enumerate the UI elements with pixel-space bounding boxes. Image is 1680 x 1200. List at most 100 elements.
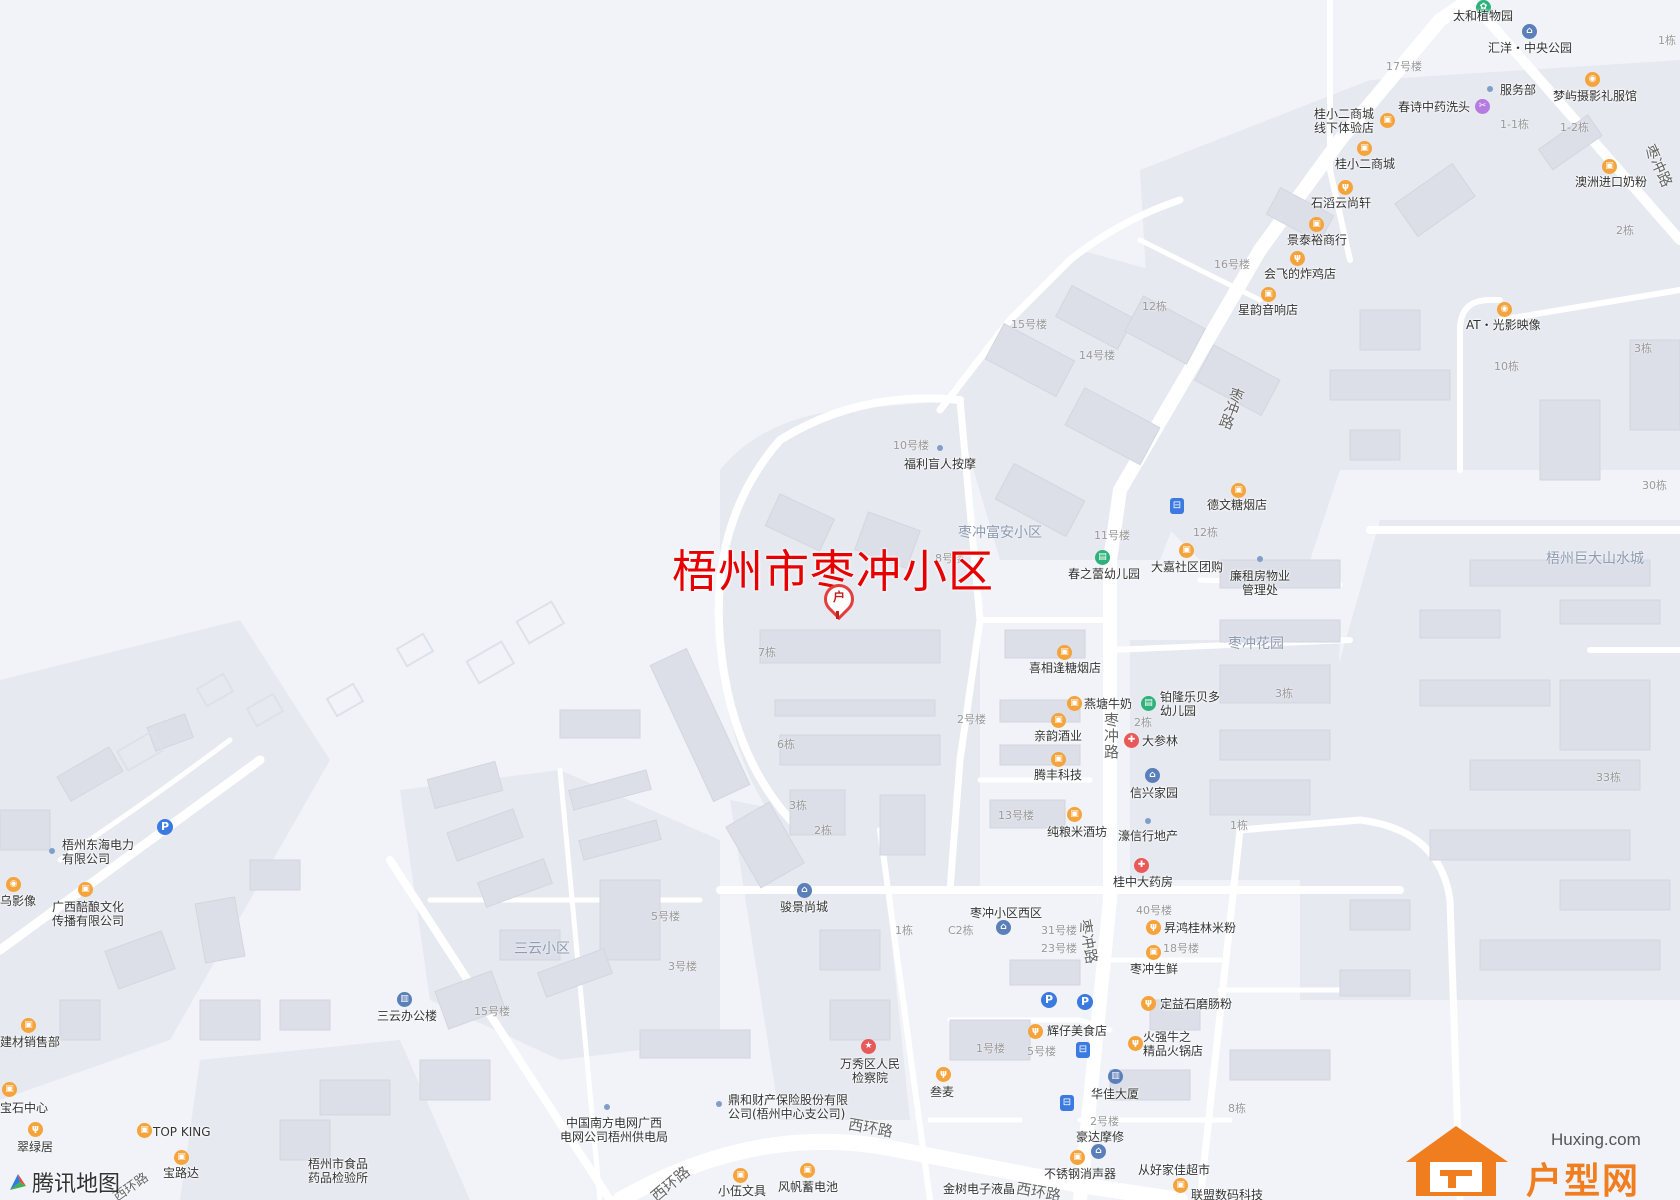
poi-label[interactable]: 汇洋・中央公园 bbox=[1488, 41, 1573, 55]
poi-label[interactable]: 春诗中药洗头 bbox=[1398, 100, 1471, 114]
parking-icon[interactable]: P bbox=[1077, 994, 1093, 1010]
shopping-icon[interactable]: ▣ bbox=[1602, 159, 1617, 174]
poi-label[interactable]: 中国南方电网广西 电网公司梧州供电局 bbox=[560, 1116, 669, 1144]
poi-label[interactable]: 濠信行地产 bbox=[1118, 829, 1179, 843]
shopping-icon[interactable]: ▣ bbox=[2, 1082, 17, 1097]
shopping-icon[interactable]: ▣ bbox=[1357, 141, 1372, 156]
poi-label[interactable]: 建材销售部 bbox=[0, 1035, 61, 1049]
poi-label[interactable]: 宝石中心 bbox=[0, 1101, 49, 1115]
poi-label[interactable]: 德文糖烟店 bbox=[1207, 498, 1268, 512]
shopping-icon[interactable]: ▣ bbox=[1231, 483, 1246, 498]
poi-label[interactable]: 星韵音响店 bbox=[1238, 303, 1299, 317]
shopping-icon[interactable]: ▣ bbox=[1173, 1178, 1188, 1193]
bus-stop-icon[interactable]: ⊟ bbox=[1060, 1095, 1074, 1111]
poi-label[interactable]: 联盟数码科技 bbox=[1191, 1188, 1264, 1200]
food-icon[interactable]: ψ bbox=[1146, 920, 1161, 935]
bus-stop-icon[interactable]: ⊟ bbox=[1170, 498, 1184, 514]
shopping-icon[interactable]: ▣ bbox=[1067, 696, 1082, 711]
poi-label[interactable]: 翠绿居 bbox=[17, 1140, 54, 1154]
location-dot-icon[interactable] bbox=[604, 1104, 610, 1110]
location-dot-icon[interactable] bbox=[49, 848, 55, 854]
food-icon[interactable]: ψ bbox=[1028, 1024, 1043, 1039]
shopping-icon[interactable]: ▣ bbox=[1146, 945, 1161, 960]
poi-label[interactable]: 澳洲进口奶粉 bbox=[1575, 175, 1648, 189]
photo-icon[interactable]: ◉ bbox=[6, 877, 21, 892]
parking-icon[interactable]: P bbox=[157, 819, 173, 835]
poi-label[interactable]: 从好家佳超市 bbox=[1138, 1163, 1211, 1177]
residence-icon[interactable]: ⌂ bbox=[1091, 1144, 1106, 1159]
poi-label[interactable]: 喜相逢糖烟店 bbox=[1029, 661, 1102, 675]
office-icon[interactable]: ▥ bbox=[1108, 1069, 1123, 1084]
shopping-icon[interactable]: ▣ bbox=[1051, 713, 1066, 728]
poi-label[interactable]: 万秀区人民 检察院 bbox=[840, 1057, 901, 1085]
poi-label[interactable]: 梧州东海电力 有限公司 bbox=[62, 838, 135, 866]
poi-label[interactable]: 昇鸿桂林米粉 bbox=[1164, 921, 1237, 935]
pharmacy-icon[interactable]: ✚ bbox=[1134, 858, 1149, 873]
poi-label[interactable]: 桂小二商城 线下体验店 bbox=[1314, 107, 1375, 135]
residence-icon[interactable]: ⌂ bbox=[797, 883, 812, 898]
poi-label[interactable]: 廉租房物业 管理处 bbox=[1230, 569, 1291, 597]
office-icon[interactable]: ▥ bbox=[397, 992, 412, 1007]
poi-label[interactable]: 华佳大厦 bbox=[1091, 1087, 1140, 1101]
park-icon[interactable]: ✿ bbox=[1476, 0, 1491, 15]
shopping-icon[interactable]: ▣ bbox=[1309, 217, 1324, 232]
residence-icon[interactable]: ⌂ bbox=[1145, 768, 1160, 783]
shopping-icon[interactable]: ▣ bbox=[1067, 807, 1082, 822]
poi-label[interactable]: 梧州市食品 药品检验所 bbox=[308, 1157, 369, 1185]
food-icon[interactable]: ψ bbox=[936, 1067, 951, 1082]
poi-label[interactable]: 铂隆乐贝多 幼儿园 bbox=[1160, 690, 1221, 718]
poi-label[interactable]: 太和植物园 bbox=[1453, 9, 1514, 23]
poi-label[interactable]: 桂中大药房 bbox=[1113, 875, 1174, 889]
poi-label[interactable]: 枣冲生鲜 bbox=[1130, 962, 1179, 976]
poi-label[interactable]: 广西醅酿文化 传播有限公司 bbox=[52, 900, 125, 928]
pharmacy-icon[interactable]: ✚ bbox=[1124, 733, 1139, 748]
location-dot-icon[interactable] bbox=[1487, 86, 1493, 92]
shopping-icon[interactable]: ▣ bbox=[800, 1163, 815, 1178]
location-dot-icon[interactable] bbox=[1145, 818, 1151, 824]
poi-label[interactable]: 大参林 bbox=[1142, 734, 1179, 748]
shopping-icon[interactable]: ▣ bbox=[1179, 543, 1194, 558]
government-icon[interactable]: ★ bbox=[861, 1039, 876, 1054]
poi-label[interactable]: 风帆蓄电池 bbox=[778, 1180, 839, 1194]
poi-label[interactable]: 服务部 bbox=[1500, 83, 1537, 97]
poi-label[interactable]: TOP KING bbox=[153, 1125, 211, 1139]
poi-label[interactable]: 石滔云尚轩 bbox=[1311, 196, 1372, 210]
poi-label[interactable]: 梦屿摄影礼服馆 bbox=[1553, 89, 1638, 103]
poi-label[interactable]: 不锈钢消声器 bbox=[1044, 1167, 1117, 1181]
shopping-icon[interactable]: ▣ bbox=[1057, 645, 1072, 660]
poi-label[interactable]: 叁麦 bbox=[930, 1085, 955, 1099]
parking-icon[interactable]: P bbox=[1041, 992, 1057, 1008]
poi-label[interactable]: 乌影像 bbox=[0, 894, 37, 908]
poi-label[interactable]: 三云办公楼 bbox=[377, 1009, 438, 1023]
poi-label[interactable]: 会飞的炸鸡店 bbox=[1264, 267, 1337, 281]
poi-label[interactable]: AT・光影映像 bbox=[1466, 318, 1541, 332]
residence-icon[interactable]: ⌂ bbox=[1522, 24, 1537, 39]
poi-label[interactable]: 火强牛之 精品火锅店 bbox=[1143, 1030, 1204, 1058]
poi-label[interactable]: 纯粮米酒坊 bbox=[1047, 825, 1108, 839]
poi-label[interactable]: 豪达摩修 bbox=[1076, 1130, 1125, 1144]
poi-label[interactable]: 桂小二商城 bbox=[1335, 157, 1396, 171]
school-icon[interactable]: ▤ bbox=[1141, 696, 1156, 711]
salon-icon[interactable]: ✂ bbox=[1475, 99, 1490, 114]
poi-label[interactable]: 景泰裕商行 bbox=[1287, 233, 1348, 247]
shopping-icon[interactable]: ▣ bbox=[1051, 752, 1066, 767]
photo-icon[interactable]: ◉ bbox=[1497, 302, 1512, 317]
poi-label[interactable]: 福利盲人按摩 bbox=[904, 457, 977, 471]
shopping-icon[interactable]: ▣ bbox=[21, 1018, 36, 1033]
poi-label[interactable]: 小伍文具 bbox=[718, 1184, 767, 1198]
food-icon[interactable]: ψ bbox=[1338, 180, 1353, 195]
poi-label[interactable]: 枣冲小区西区 bbox=[970, 906, 1043, 920]
food-icon[interactable]: ψ bbox=[28, 1122, 43, 1137]
poi-label[interactable]: 亲韵酒业 bbox=[1034, 729, 1083, 743]
photo-icon[interactable]: ◉ bbox=[1585, 72, 1600, 87]
food-icon[interactable]: ψ bbox=[1141, 996, 1156, 1011]
poi-label[interactable]: 信兴家园 bbox=[1130, 786, 1179, 800]
poi-label[interactable]: 鼎和财产保险股份有限 公司(梧州中心支公司) bbox=[728, 1093, 849, 1121]
poi-label[interactable]: 腾丰科技 bbox=[1034, 768, 1083, 782]
shopping-icon[interactable]: ▣ bbox=[137, 1123, 152, 1138]
shopping-icon[interactable]: ▣ bbox=[1261, 287, 1276, 302]
location-dot-icon[interactable] bbox=[1257, 556, 1263, 562]
residence-icon[interactable]: ⌂ bbox=[996, 920, 1011, 935]
location-dot-icon[interactable] bbox=[716, 1101, 722, 1107]
